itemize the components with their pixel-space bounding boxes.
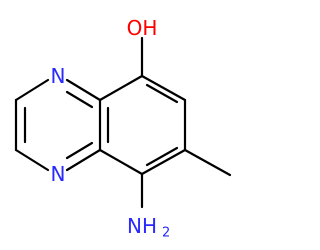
bond-c4a-n4 [65, 78, 102, 102]
bond-c7-c8 [140, 148, 187, 176]
ring-nitrogen-top-label: N [51, 64, 66, 88]
hydroxyl-label: OH [127, 16, 158, 40]
bond-double-c5-c6 [145, 83, 179, 104]
bond-c4a-c5 [98, 74, 144, 102]
bond-c2-n1 [14, 148, 50, 172]
bond-n4-c3 [14, 78, 50, 102]
bond-c8-c8a [98, 148, 144, 176]
bond-c7-methyl [183, 148, 232, 177]
amino-label: NH [127, 214, 157, 238]
atom-label-group: OH N N NH 2 [51, 16, 171, 241]
bond-group [14, 36, 232, 209]
ring-nitrogen-bottom-label: N [51, 162, 66, 186]
bond-c5-c6 [140, 74, 187, 102]
bond-n1-c8a [65, 148, 102, 172]
molecule-structure: OH N N NH 2 [14, 16, 232, 241]
bond-double-n1-c8a [65, 141, 94, 160]
bond-double-c4a-n4 [65, 90, 94, 109]
amino-subscript: 2 [162, 226, 170, 241]
bond-double-c7-c8 [145, 146, 179, 167]
